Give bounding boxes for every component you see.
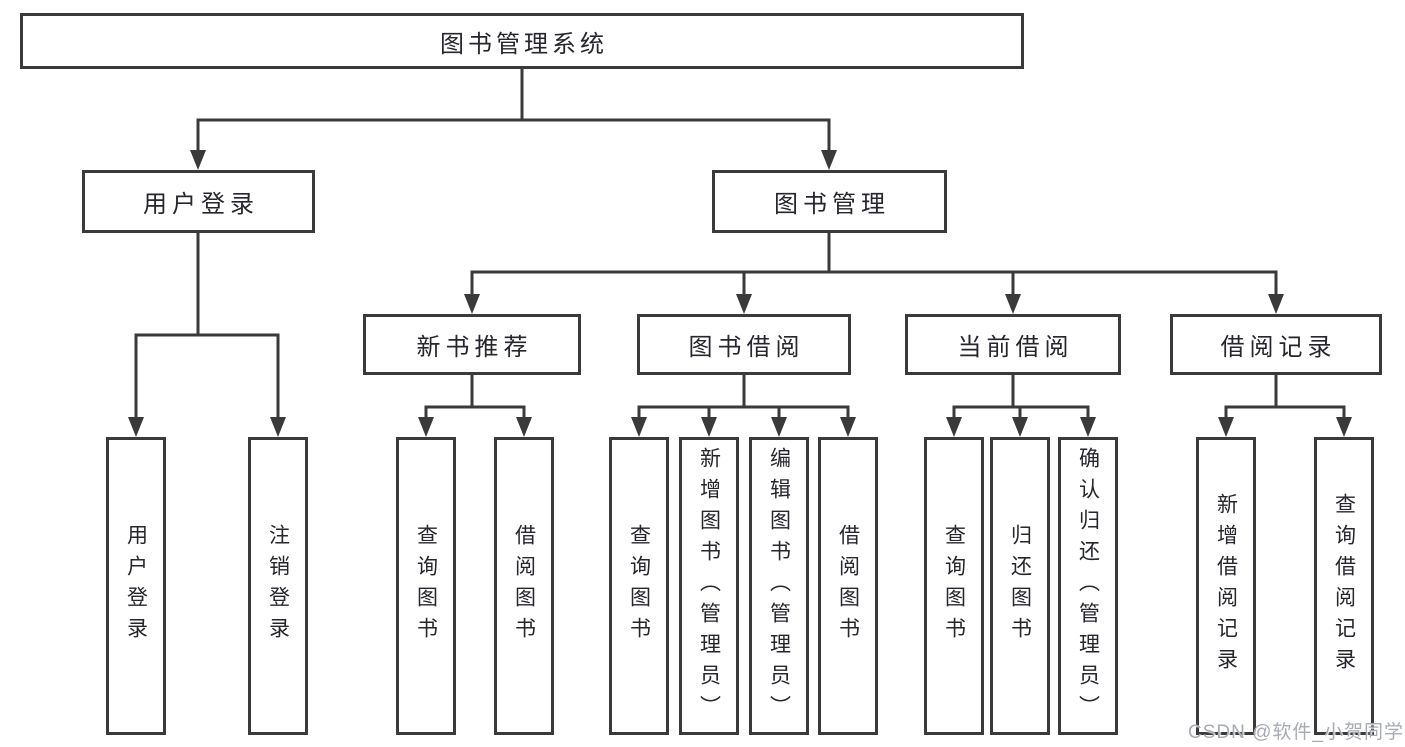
arrow-icon <box>701 417 717 437</box>
arrow-icon <box>821 150 837 170</box>
arrow-icon <box>418 417 434 437</box>
leaf-add-books-admin: 新增图书（管理员） <box>679 437 739 735</box>
arrow-icon <box>128 417 144 437</box>
arrow-icon <box>516 417 532 437</box>
node-label: 注销登录 <box>266 524 290 648</box>
node-user-login: 用户登录 <box>82 170 315 233</box>
arrow-icon <box>840 417 856 437</box>
node-book-management: 图书管理 <box>712 170 947 233</box>
node-label: 借阅图书 <box>512 524 536 648</box>
node-label: 借阅记录 <box>1220 334 1337 361</box>
node-label: 查询图书 <box>627 524 651 648</box>
arrow-icon <box>270 417 286 437</box>
leaf-edit-books-admin: 编辑图书（管理员） <box>749 437 809 735</box>
node-label: 新增图书（管理员） <box>697 446 721 726</box>
arrowheads <box>128 150 1352 437</box>
leaf-borrow-books: 借阅图书 <box>818 437 878 735</box>
node-label: 新增借阅记录 <box>1214 493 1238 679</box>
arrow-icon <box>771 417 787 437</box>
node-label: 借阅图书 <box>836 524 860 648</box>
arrow-icon <box>631 417 647 437</box>
leaf-borrow-books-recommend: 借阅图书 <box>494 437 554 735</box>
node-label: 查询图书 <box>414 524 438 648</box>
node-new-book-recommend: 新书推荐 <box>363 314 581 375</box>
leaf-query-borrow-record: 查询借阅记录 <box>1314 437 1374 735</box>
connector-manage <box>470 233 1278 296</box>
connector-root <box>196 69 831 152</box>
leaf-query-books-current: 查询图书 <box>924 437 984 735</box>
connector-borrow <box>637 375 850 419</box>
leaf-user-login: 用户登录 <box>106 437 166 735</box>
node-label: 图书借阅 <box>688 334 805 361</box>
arrow-icon <box>190 150 206 170</box>
connector-current <box>952 375 1090 419</box>
arrow-icon <box>1336 417 1352 437</box>
leaf-return-books: 归还图书 <box>990 437 1050 735</box>
arrow-icon <box>1218 417 1234 437</box>
arrow-icon <box>736 294 752 314</box>
node-label: 确认归还（管理员） <box>1076 446 1100 726</box>
arrow-icon <box>1080 417 1096 437</box>
node-system-root: 图书管理系统 <box>20 13 1024 69</box>
node-label: 当前借阅 <box>957 334 1074 361</box>
node-label: 图书管理系统 <box>440 30 608 58</box>
node-label: 新书推荐 <box>416 334 533 361</box>
node-borrow-records: 借阅记录 <box>1170 314 1382 375</box>
leaf-add-borrow-record: 新增借阅记录 <box>1196 437 1256 735</box>
node-label: 用户登录 <box>143 191 259 218</box>
node-label: 查询图书 <box>942 524 966 648</box>
arrow-icon <box>1005 294 1021 314</box>
connector-history <box>1224 375 1346 419</box>
node-label: 用户登录 <box>124 524 148 648</box>
leaf-confirm-return-admin: 确认归还（管理员） <box>1058 437 1118 735</box>
leaf-query-books-borrowing: 查询图书 <box>609 437 669 735</box>
arrow-icon <box>1268 294 1284 314</box>
leaf-query-books-recommend: 查询图书 <box>396 437 456 735</box>
node-label: 归还图书 <box>1008 524 1032 648</box>
watermark: CSDN @软件_小贺同学 <box>1188 722 1404 743</box>
node-label: 编辑图书（管理员） <box>767 446 791 726</box>
arrow-icon <box>1012 417 1028 437</box>
node-label: 图书管理 <box>774 191 890 218</box>
leaf-logout: 注销登录 <box>248 437 308 735</box>
arrow-icon <box>946 417 962 437</box>
node-label: 查询借阅记录 <box>1332 493 1356 679</box>
node-current-borrowing: 当前借阅 <box>905 314 1121 375</box>
arrow-icon <box>464 294 480 314</box>
node-book-borrowing: 图书借阅 <box>637 314 851 375</box>
connector-login <box>134 233 280 419</box>
connector-rec <box>424 375 526 419</box>
